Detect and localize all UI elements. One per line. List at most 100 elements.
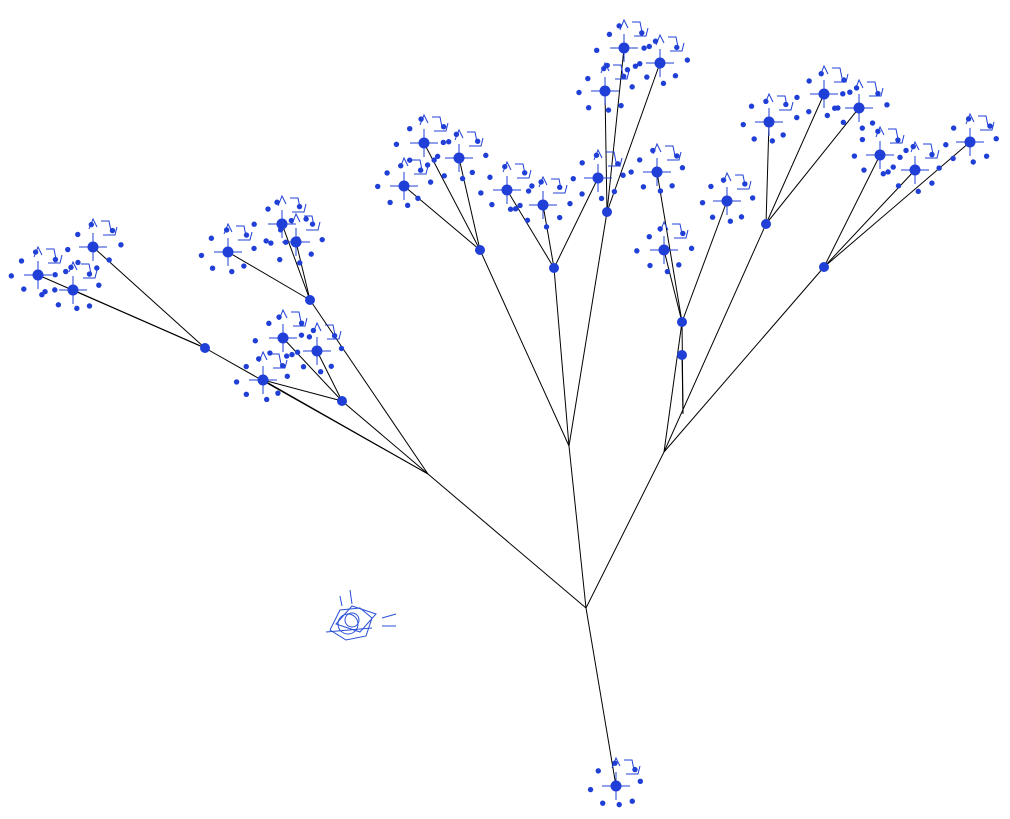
leaf-glyph [68, 260, 98, 279]
satellite-dot [709, 214, 716, 220]
leaf-cluster [512, 175, 573, 230]
satellite-dot [524, 217, 531, 223]
satellite-dot [660, 80, 667, 87]
scribble-glyph [325, 589, 397, 641]
satellite-dot [644, 74, 650, 80]
leaf-node [618, 42, 630, 54]
satellite-dot [598, 195, 605, 202]
satellite-dot [208, 235, 215, 241]
satellite-dot [543, 224, 550, 230]
satellite-dot [328, 363, 334, 369]
tree-node [677, 317, 687, 327]
satellite-dot [507, 206, 514, 212]
leaf-cluster [632, 33, 691, 87]
leaf-cluster [42, 260, 102, 312]
satellite-dot [885, 169, 891, 175]
satellite-dot [18, 258, 25, 264]
satellite-dot [587, 786, 594, 793]
satellite-dot [806, 108, 812, 115]
leaf-node [909, 164, 921, 176]
satellite-dot [884, 102, 890, 108]
satellite-dot [319, 236, 325, 243]
satellite-dot [748, 103, 755, 109]
satellite-dot [624, 67, 631, 73]
leaf-cluster [628, 142, 686, 194]
satellite-dot [621, 73, 627, 80]
tree-edge [585, 607, 617, 787]
satellite-dot [298, 332, 305, 338]
satellite-dot [233, 379, 240, 385]
satellite-dot [738, 214, 745, 220]
satellite-dot [890, 164, 896, 170]
leaf-glyph [502, 160, 532, 179]
satellite-dot [445, 139, 452, 145]
leaf-glyph [258, 350, 288, 369]
satellite-dot [517, 202, 523, 209]
satellite-dot [483, 152, 489, 159]
nodes-layer [8, 18, 999, 808]
tree-node [475, 245, 485, 255]
satellite-dot [936, 165, 942, 171]
satellite-dot [611, 188, 618, 195]
satellite-dot [556, 214, 563, 221]
satellite-dot [615, 161, 621, 167]
leaf-cluster [851, 125, 909, 177]
satellite-dot [640, 184, 647, 190]
satellite-dot [657, 188, 664, 194]
leaf-node [290, 236, 302, 248]
tree-node [761, 219, 771, 229]
satellite-dot [417, 167, 424, 173]
satellite-dot [943, 142, 949, 148]
tree-edge [316, 350, 343, 402]
satellite-dot [646, 233, 652, 240]
leaf-glyph [910, 140, 940, 159]
leaf-node [453, 152, 465, 164]
satellite-dot [674, 153, 680, 159]
satellite-dot [859, 125, 866, 131]
satellite-dot [646, 43, 652, 50]
satellite-dot [393, 141, 400, 147]
satellite-dot [86, 271, 93, 277]
satellite-dot [680, 230, 686, 237]
satellite-dot [831, 105, 838, 111]
satellite-dot [375, 183, 381, 190]
satellite-dot [970, 159, 976, 165]
tree-edge [568, 445, 587, 609]
satellite-dot [65, 246, 71, 253]
satellite-dot [676, 262, 682, 268]
tree-edge [765, 93, 825, 225]
satellite-dot [859, 136, 866, 143]
leaf-node [874, 149, 886, 161]
satellite-dot [96, 282, 102, 288]
tree-edge [656, 171, 683, 323]
tree-node [200, 343, 210, 353]
satellite-dot [639, 30, 645, 36]
edges-layer [37, 47, 971, 787]
satellite-dot [679, 165, 686, 171]
satellite-dot [525, 188, 532, 194]
satellite-dot [579, 160, 585, 166]
satellite-dot [688, 245, 695, 252]
satellite-dot [243, 232, 250, 238]
satellite-dot [699, 200, 706, 206]
satellite-dot [929, 180, 935, 186]
leaf-glyph [419, 113, 449, 132]
leaf-node [964, 136, 976, 148]
satellite-dot [604, 62, 610, 69]
satellite-dot [406, 157, 413, 163]
satellite-dot [384, 170, 390, 176]
leaf-cluster [570, 148, 626, 202]
tree-edge [341, 400, 429, 475]
satellite-dot [628, 169, 634, 175]
leaf-cluster [594, 18, 652, 73]
satellite-dot [198, 252, 205, 259]
satellite-dot [440, 139, 447, 146]
satellite-dot [459, 175, 466, 182]
tree-edge [309, 299, 429, 475]
satellite-dot [431, 157, 437, 163]
satellite-dot [404, 202, 411, 209]
satellite-dot [595, 768, 601, 774]
leaf-glyph [277, 194, 307, 213]
satellite-dot [634, 248, 640, 254]
